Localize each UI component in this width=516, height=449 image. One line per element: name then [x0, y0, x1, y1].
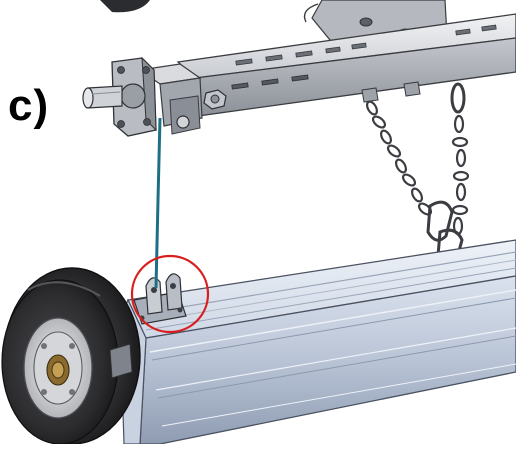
tow-bar — [82, 0, 516, 137]
cropped-part — [100, 0, 150, 13]
cable-bracket — [133, 273, 187, 325]
panel-label: c) — [8, 81, 50, 130]
bolt-icon — [203, 89, 227, 110]
connecting-cable — [154, 117, 162, 289]
transport-wheel — [1, 267, 141, 445]
highlight-circle — [130, 254, 210, 334]
main-beam — [119, 239, 516, 445]
